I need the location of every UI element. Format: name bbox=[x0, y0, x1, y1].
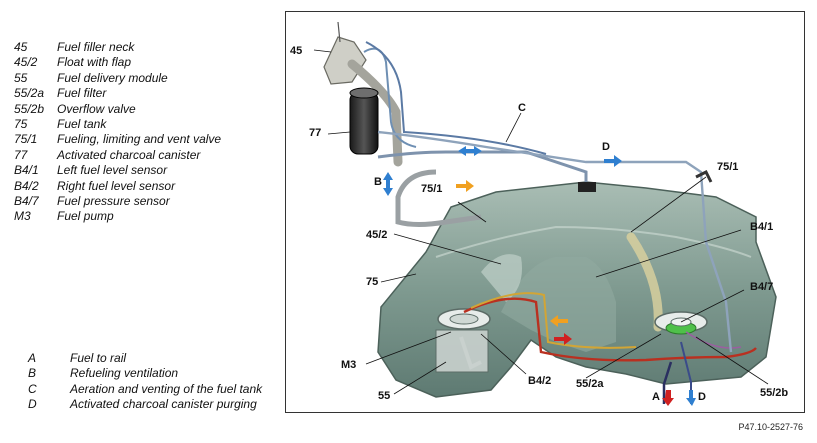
flow-legend-description: Aeration and venting of the fuel tank bbox=[70, 381, 263, 396]
callout-45-2: 45/2 bbox=[366, 229, 387, 241]
part-legend-code: M3 bbox=[14, 209, 31, 224]
arrow-red-mid bbox=[554, 333, 572, 345]
part-legend-description: Fuel pressure sensor bbox=[57, 193, 170, 208]
part-legend-description: Fueling, limiting and vent valve bbox=[57, 132, 222, 147]
refuel-vent-tube bbox=[395, 169, 482, 227]
fuel-system-diagram: 45 77 C D B 75/1 75/1 45/2 B4/1 75 B4/7 … bbox=[285, 11, 805, 413]
callout-55-2a: 55/2a bbox=[576, 378, 604, 390]
filler-neck-top bbox=[337, 21, 341, 43]
arrow-D-bottom-blue bbox=[686, 390, 696, 406]
charcoal-canister bbox=[349, 91, 379, 155]
filler-neck-head bbox=[323, 36, 367, 85]
flow-legend-description: Activated charcoal canister purging bbox=[70, 397, 257, 412]
part-legend-description: Left fuel level sensor bbox=[57, 163, 168, 178]
callout-55-2b: 55/2b bbox=[760, 387, 788, 399]
part-legend-code: B4/7 bbox=[14, 193, 39, 208]
callout-M3: M3 bbox=[341, 359, 356, 371]
diagram-illustration: 45 77 C D B 75/1 75/1 45/2 B4/1 75 B4/7 … bbox=[290, 21, 788, 406]
flow-legend-code: C bbox=[28, 381, 37, 396]
arrow-orange-mid bbox=[550, 315, 568, 327]
callout-75: 75 bbox=[366, 276, 378, 288]
fuel-line-purple bbox=[685, 331, 742, 349]
part-legend-code: 45/2 bbox=[14, 55, 38, 70]
part-legend-code: 45 bbox=[14, 40, 28, 54]
part-legend-code: B4/2 bbox=[14, 178, 39, 193]
arrow-A-red bbox=[662, 390, 674, 406]
callout-A: A bbox=[652, 391, 660, 403]
tank-ridge bbox=[435, 225, 752, 258]
vent-line-upper bbox=[365, 41, 547, 155]
fuel-line-red bbox=[463, 297, 757, 362]
callout-77: 77 bbox=[309, 127, 321, 139]
callout-B4-7: B4/7 bbox=[750, 281, 773, 293]
flow-legend-code: A bbox=[28, 351, 37, 365]
callout-B4-1: B4/1 bbox=[750, 221, 773, 233]
part-legend-code: 55/2b bbox=[14, 101, 45, 116]
fuel-line-orange bbox=[470, 292, 637, 349]
flow-legend-code: D bbox=[28, 397, 37, 412]
arrow-orange-top bbox=[456, 180, 474, 192]
vent-line-C bbox=[377, 150, 588, 187]
flow-legend-code: B bbox=[28, 366, 37, 381]
filler-neck-pipe bbox=[347, 59, 403, 167]
filler-vent-line bbox=[363, 47, 417, 148]
callout-D: D bbox=[602, 141, 610, 153]
arrow-B-blue bbox=[383, 172, 393, 196]
part-legend-description: Fuel delivery module bbox=[57, 70, 168, 85]
part-legend-description: Right fuel level sensor bbox=[57, 178, 176, 193]
callout-45: 45 bbox=[290, 45, 302, 57]
part-legend-code: 55/2a bbox=[14, 86, 45, 101]
callout-55: 55 bbox=[378, 390, 390, 402]
part-legend-description: Float with flap bbox=[57, 55, 132, 70]
figure-reference: P47.10-2527-76 bbox=[738, 422, 803, 432]
flow-legend-description: Refueling ventilation bbox=[70, 366, 179, 381]
callout-C: C bbox=[518, 102, 526, 114]
part-legend-description: Overflow valve bbox=[57, 101, 136, 116]
vent-valve-right bbox=[695, 169, 713, 183]
arrow-D-blue bbox=[604, 155, 622, 167]
purge-line-D bbox=[377, 130, 733, 353]
callout-75-1-right: 75/1 bbox=[717, 161, 738, 173]
tank-center-tunnel bbox=[501, 257, 616, 352]
fuel-delivery-module-body bbox=[435, 329, 489, 373]
part-legend-code: 55 bbox=[14, 70, 28, 85]
arrow-C-blue bbox=[458, 146, 482, 156]
part-legend-description: Fuel filler neck bbox=[57, 40, 135, 54]
tank-inner-float bbox=[481, 254, 522, 302]
part-legend-code: 77 bbox=[14, 147, 28, 162]
fuel-line-to-rail bbox=[662, 361, 673, 404]
roll-over-valve-top bbox=[578, 182, 596, 192]
part-legend-description: Fuel filter bbox=[57, 86, 107, 101]
leader-lines bbox=[313, 49, 769, 395]
callout-75-1-left: 75/1 bbox=[421, 183, 442, 195]
part-legend-code: B4/1 bbox=[14, 163, 39, 178]
part-legend-description: Fuel tank bbox=[57, 116, 107, 131]
part-legend-code: 75 bbox=[14, 116, 28, 131]
flow-legend-description: Fuel to rail bbox=[70, 351, 127, 365]
part-legend-code: 75/1 bbox=[14, 132, 38, 147]
part-legend-description: Fuel pump bbox=[57, 209, 114, 224]
callout-D-bottom: D bbox=[698, 391, 706, 403]
part-legend-description: Activated charcoal canister bbox=[57, 147, 201, 162]
callout-B: B bbox=[374, 176, 382, 188]
callout-B4-2: B4/2 bbox=[528, 375, 551, 387]
